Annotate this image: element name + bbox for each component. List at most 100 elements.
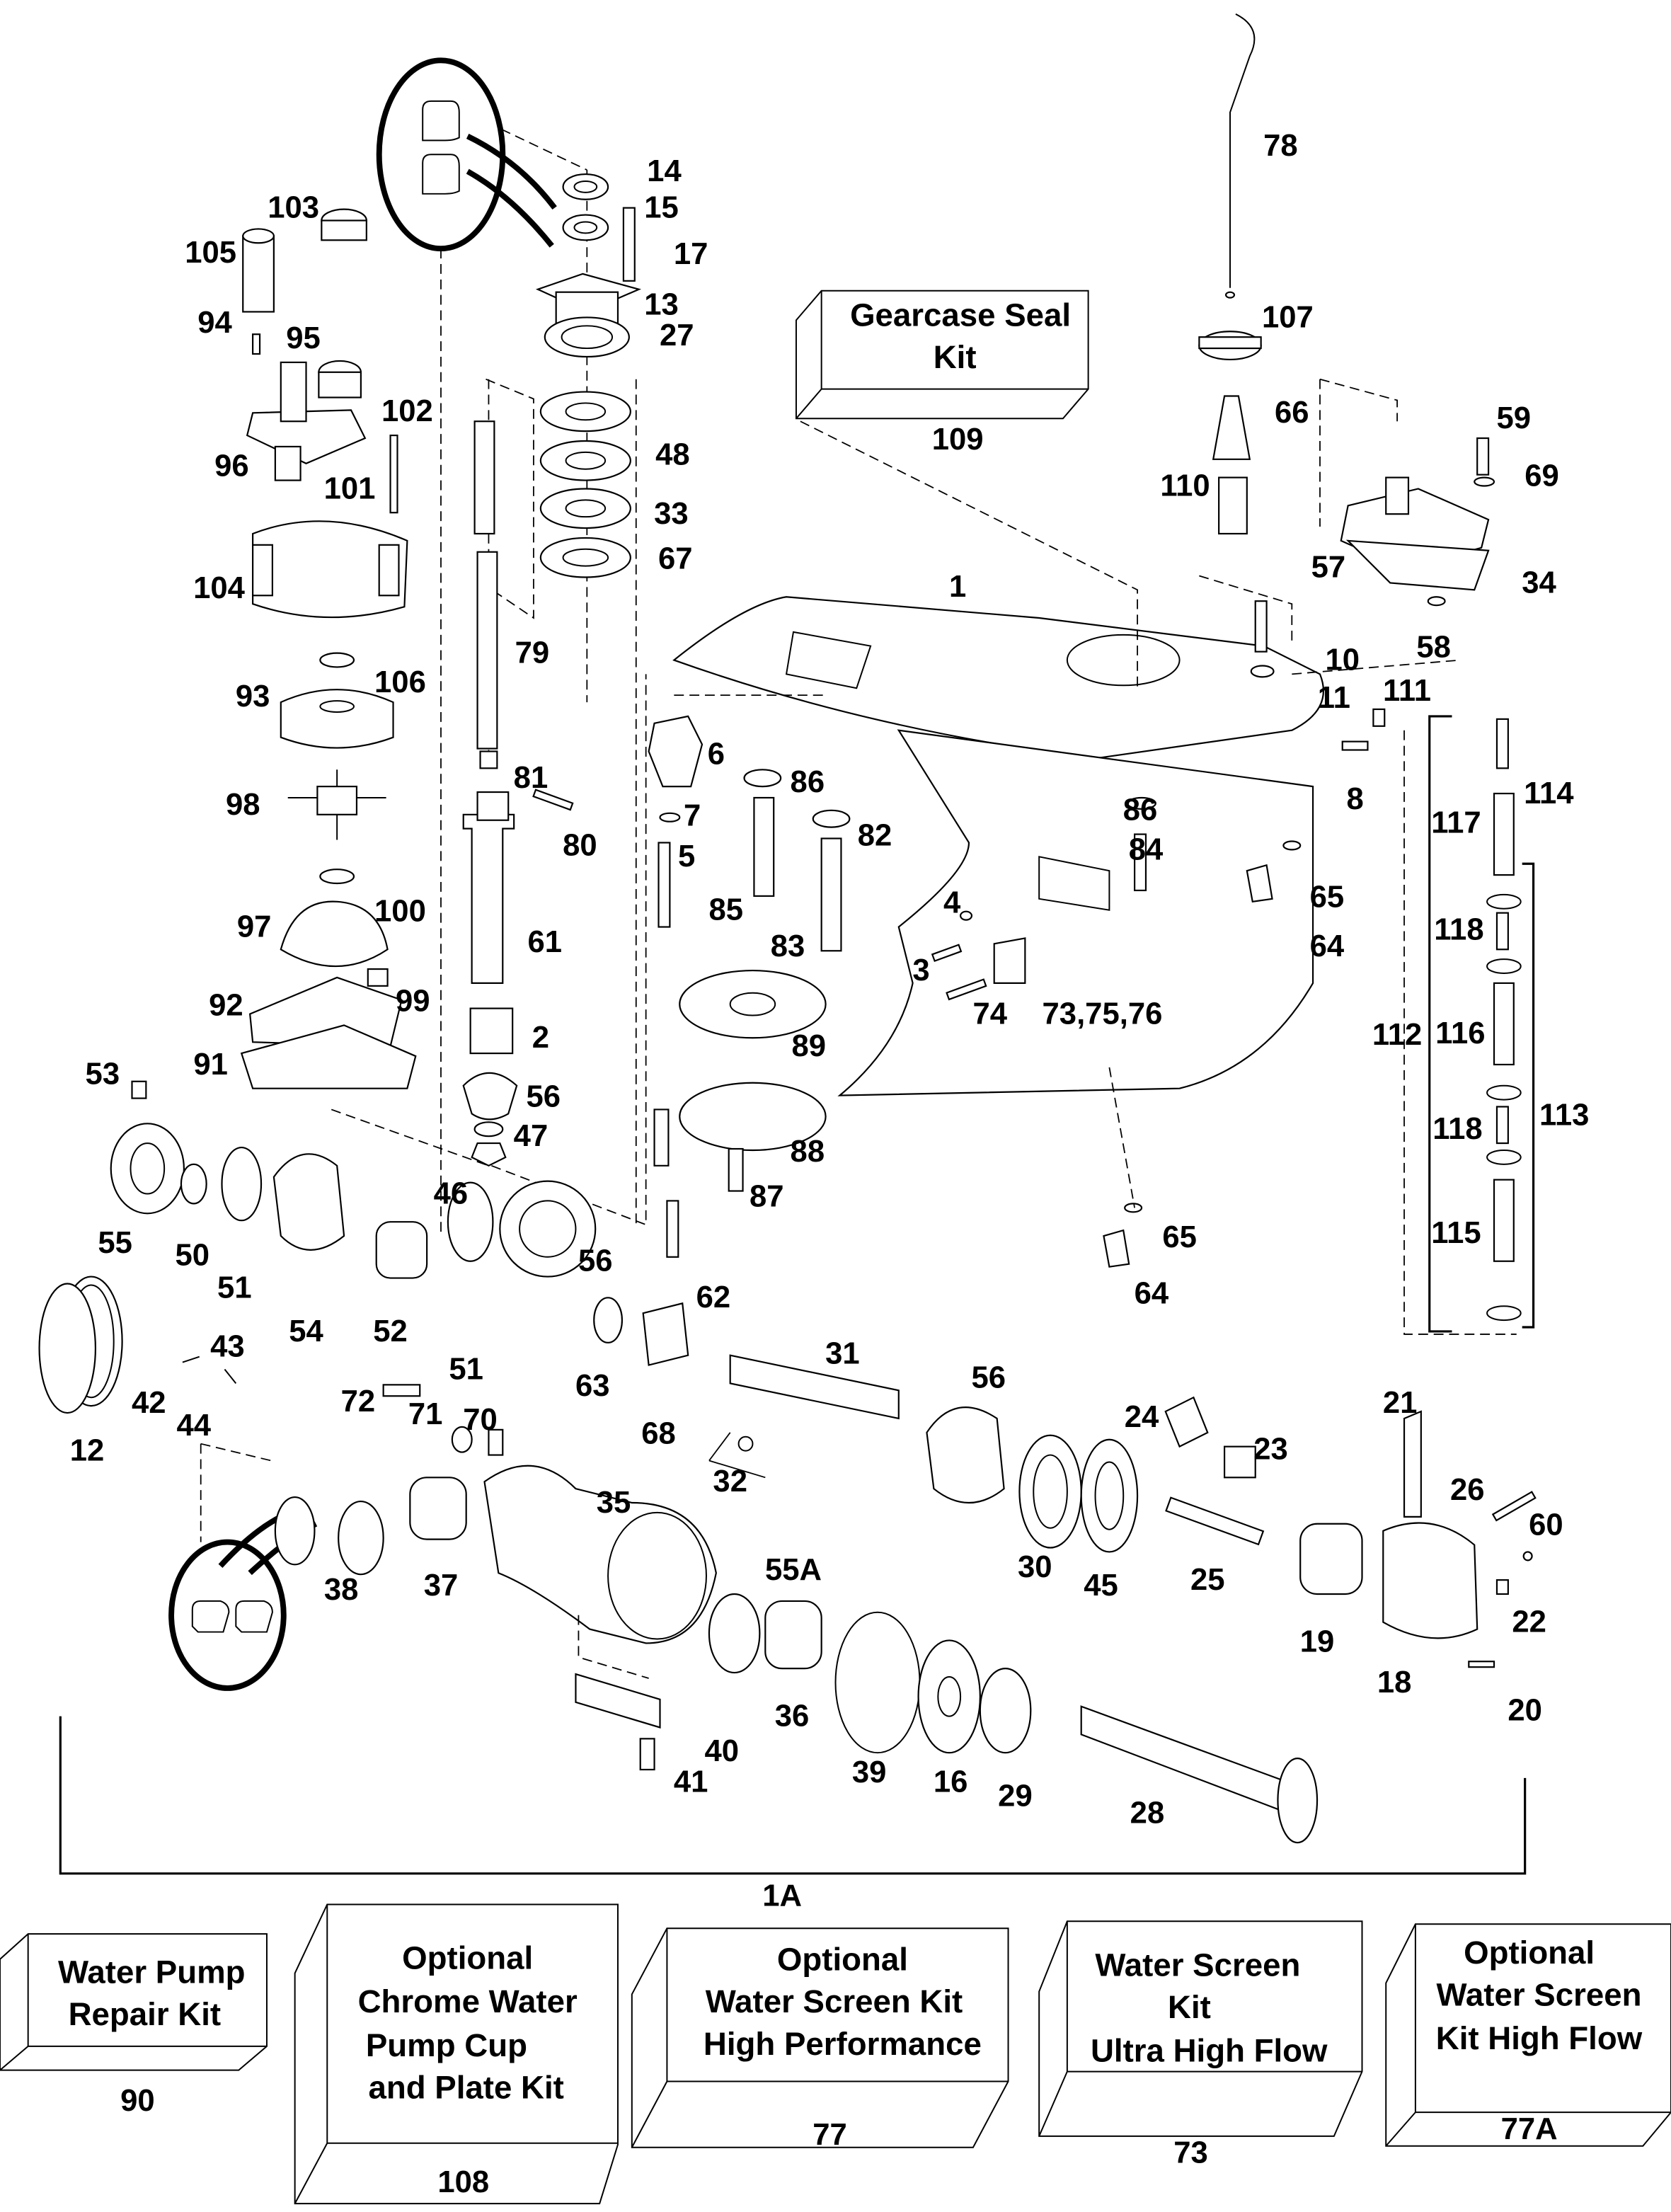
part-label-92: 92 [209,988,243,1023]
part-label-47: 47 [514,1118,549,1153]
part-label-80: 80 [563,827,597,862]
kit-109-text: Gearcase Seal Kit 109 [850,297,1071,457]
part-label-15: 15 [644,190,679,225]
kit-77-line-2: Water Screen Kit [706,1983,963,2019]
part-label-18: 18 [1377,1665,1412,1700]
part-label-53: 53 [86,1057,120,1091]
part-label-52: 52 [373,1314,408,1348]
part-label-1: 1 [949,569,966,604]
part-label-67: 67 [658,541,693,576]
part-label-66: 66 [1275,395,1309,430]
part-label-14: 14 [647,154,682,188]
part-label-50: 50 [176,1238,210,1273]
kit-90-text: Water Pump Repair Kit 90 [58,1954,245,2119]
part-label-27: 27 [660,318,694,353]
assembly-1a-bracket [59,1716,1527,1875]
part-label-86: 86 [791,764,825,799]
kit-77a-text: Optional Water Screen Kit High Flow 77A [1436,1935,1643,2146]
part-label-10: 10 [1325,642,1360,677]
part-label-118: 118 [1434,912,1483,946]
part-label-61: 61 [528,924,563,959]
part-label-116: 116 [1435,1016,1485,1050]
kit-73-line-1: Water Screen [1095,1947,1300,1983]
part-label-73-75-76: 73,75,76 [1043,996,1163,1031]
kit-77-text: Optional Water Screen Kit High Performan… [704,1942,982,2152]
kit-109-line-1: Gearcase Seal [850,297,1071,333]
part-label-113: 113 [1539,1097,1589,1132]
kit-77-line-1: Optional [777,1942,908,1978]
part-label-25: 25 [1190,1562,1225,1597]
part-label-102: 102 [381,394,433,428]
gearcase-housing [635,379,1325,1225]
part-label-13: 13 [644,287,679,321]
part-label-64: 64 [1310,929,1345,963]
part-label-38: 38 [324,1572,359,1607]
part-label-82: 82 [858,818,892,852]
part-label-20: 20 [1508,1693,1542,1728]
part-label-51: 51 [449,1351,483,1386]
part-label-88: 88 [791,1134,825,1169]
part-label-68: 68 [641,1416,676,1451]
part-label-63: 63 [575,1368,610,1403]
part-label-101: 101 [324,471,376,505]
kit-73-line-2: Kit [1168,1989,1211,2025]
part-label-6: 6 [708,736,725,771]
part-label-56: 56 [527,1079,561,1113]
kit-108-line-4: and Plate Kit [369,2069,564,2105]
kit-77a-ref: 77A [1501,2111,1558,2146]
water-pump-components [131,208,489,1167]
part-label-87: 87 [750,1179,784,1213]
part-label-37: 37 [424,1568,459,1603]
part-label-32: 32 [713,1464,747,1498]
drawing [0,13,1671,2205]
part-label-21: 21 [1383,1385,1418,1420]
part-label-43: 43 [210,1329,245,1364]
part-label-70: 70 [463,1402,498,1437]
part-label-84: 84 [1129,832,1164,866]
part-label-107: 107 [1262,299,1314,334]
kit-box-73 [1038,1920,1363,2137]
part-label-12: 12 [70,1433,105,1467]
shift-rod-and-cover [1198,13,1495,751]
part-label-114: 114 [1524,776,1574,810]
part-label-5: 5 [678,839,695,873]
part-label-35: 35 [597,1485,631,1520]
kit-108-ref: 108 [437,2165,489,2199]
part-label-117: 117 [1431,806,1481,840]
part-label-46: 46 [434,1176,469,1210]
part-label-55a: 55A [765,1552,822,1587]
part-label-24: 24 [1125,1399,1159,1434]
part-label-57: 57 [1311,549,1346,584]
middle-hardware [648,715,1302,1268]
part-label-65: 65 [1310,880,1345,915]
kit-77a-line-1: Optional [1464,1935,1595,1971]
part-label-3: 3 [912,953,929,987]
part-label-94: 94 [197,305,232,340]
kit-box-90 [0,1933,268,2071]
part-label-59: 59 [1497,401,1532,435]
part-label-112: 112 [1372,1017,1422,1052]
part-label-103: 103 [268,190,319,225]
part-label-29: 29 [998,1779,1033,1813]
kit-box-77a [1385,1923,1671,2147]
part-label-40: 40 [705,1734,740,1768]
kit-108-line-3: Pump Cup [366,2027,527,2063]
part-label-72: 72 [341,1384,376,1419]
part-label-79: 79 [515,636,550,670]
part-label-51: 51 [217,1270,252,1305]
lower-gear-train [38,1123,1537,1844]
part-label-45: 45 [1084,1568,1118,1603]
part-label-8: 8 [1346,781,1363,816]
part-label-55: 55 [98,1225,132,1260]
part-label-48: 48 [655,437,690,472]
part-label-31: 31 [825,1336,860,1371]
part-label-105: 105 [185,235,236,270]
part-label-26: 26 [1450,1472,1485,1507]
kit-box-77 [631,1927,1009,2148]
kit-90-ref: 90 [120,2083,155,2118]
kit-109-line-2: Kit [934,339,977,375]
part-label-65: 65 [1162,1220,1197,1254]
part-label-93: 93 [236,679,270,714]
part-label-97: 97 [237,909,272,944]
